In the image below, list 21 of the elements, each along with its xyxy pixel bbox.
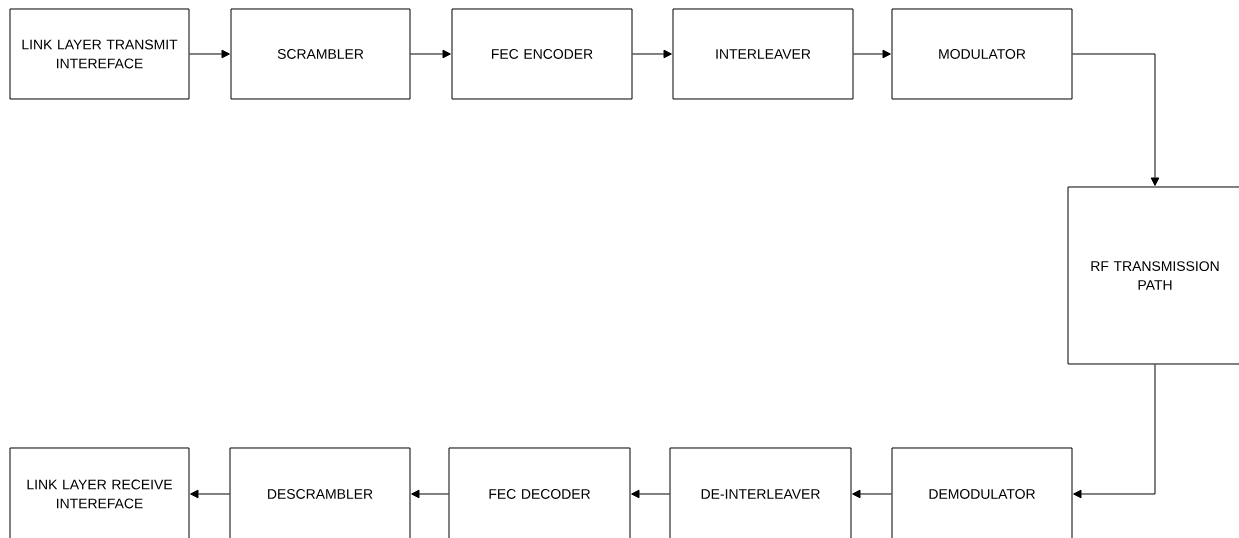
arrow <box>852 489 892 499</box>
arrow <box>853 49 891 59</box>
arrow <box>631 489 670 499</box>
arrow <box>189 49 230 59</box>
arrow <box>410 49 451 59</box>
arrow <box>632 49 672 59</box>
process-box: FEC ENCODER <box>451 8 633 100</box>
process-box: LINK LAYER TRANSMIT INTEREFACE <box>9 8 190 100</box>
arrow <box>411 489 449 499</box>
process-box: SCRAMBLER <box>230 8 411 100</box>
process-box: DEMODULATOR <box>891 447 1073 538</box>
process-box: DE-INTERLEAVER <box>669 447 852 538</box>
arrow <box>190 489 230 499</box>
process-box: FEC DECODER <box>448 447 631 538</box>
process-box: LINK LAYER RECEIVE INTEREFACE <box>9 447 190 538</box>
process-box: MODULATOR <box>891 8 1073 100</box>
arrow <box>1072 53 1160 186</box>
process-box: DESCRAMBLER <box>229 447 411 538</box>
arrow <box>1073 364 1156 499</box>
process-box: INTERLEAVER <box>672 8 854 100</box>
process-box: RF TRANSMISSION PATH <box>1067 186 1239 365</box>
